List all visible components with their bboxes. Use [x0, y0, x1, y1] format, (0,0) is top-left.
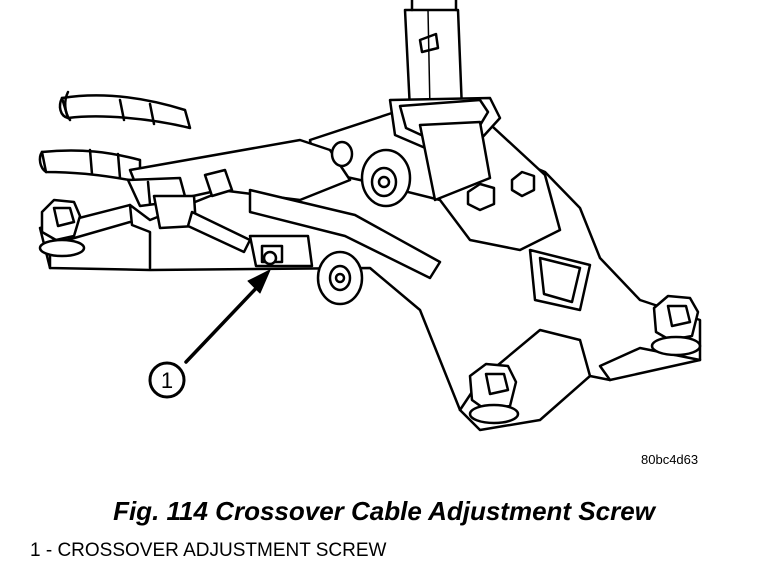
image-code: 80bc4d63 — [641, 452, 699, 467]
shift-cable-upper — [58, 90, 192, 130]
crossover-lever — [128, 138, 442, 280]
mounting-nut-left — [38, 198, 86, 258]
callout-badge: 1 — [148, 361, 186, 399]
pivot-bushings — [316, 140, 412, 306]
cable-adjuster — [126, 176, 314, 268]
shift-cable-lower — [38, 148, 142, 184]
mounting-nut-right — [650, 294, 702, 357]
shifter-housing — [308, 96, 592, 312]
mounting-nut-front — [468, 362, 520, 425]
figure-caption: Fig. 114 Crossover Cable Adjustment Scre… — [113, 496, 655, 526]
callout-number: 1 — [161, 368, 173, 393]
shifter-assembly-illustration: 1 — [38, 0, 702, 432]
legend-item: 1 - CROSSOVER ADJUSTMENT SCREW — [30, 540, 387, 561]
housing-nuts — [466, 170, 536, 212]
callout-arrow — [184, 269, 271, 364]
